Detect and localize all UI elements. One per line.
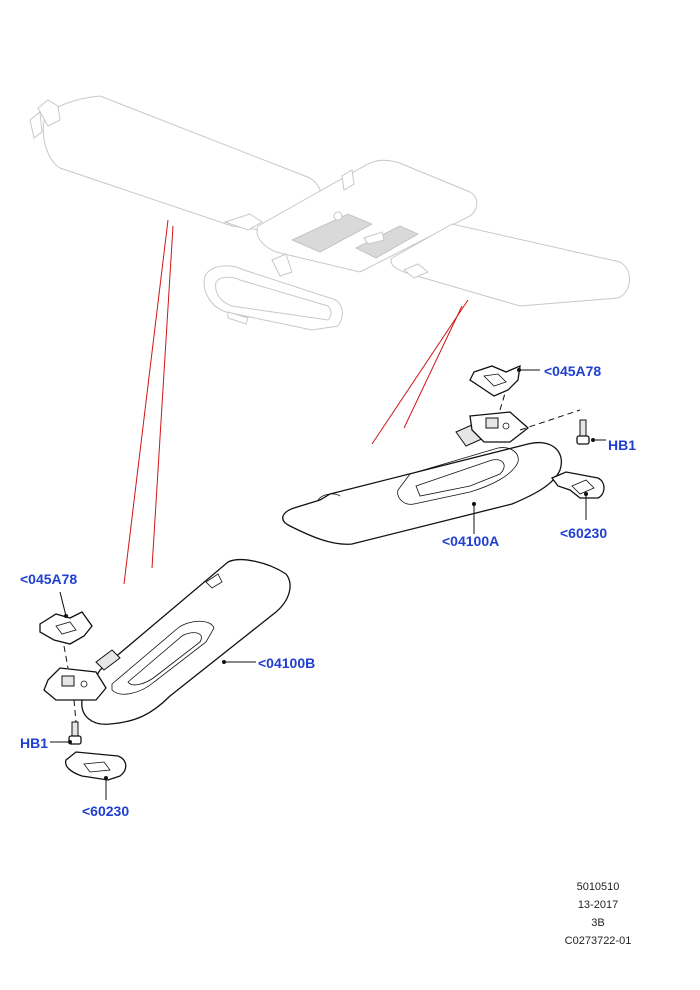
guide-line — [151, 225, 174, 569]
roof-assembly-ghost — [29, 95, 630, 331]
callout-cover-left: <60230 — [82, 803, 129, 819]
left-visor-clip — [39, 611, 93, 645]
left-vanity-mirror — [111, 620, 215, 695]
right-leaders — [472, 368, 606, 534]
right-cover — [550, 471, 605, 499]
right-visor-body — [282, 442, 562, 545]
guide-line — [123, 219, 169, 585]
left-visor-body — [81, 559, 291, 725]
reference-section: 3B — [591, 917, 605, 929]
guide-lines — [123, 219, 469, 585]
callout-screw-left: HB1 — [20, 735, 48, 751]
right-vanity-mirror — [397, 447, 519, 505]
callout-visor-left: <04100B — [258, 655, 315, 671]
left-cover — [64, 751, 127, 781]
callout-mirror-right: <045A78 — [544, 363, 601, 379]
left-leaders — [50, 591, 256, 800]
right-screw — [579, 419, 587, 437]
reference-block: 5010510 13-2017 3B C0273722-01 — [558, 878, 638, 950]
right-visor-assembly — [282, 364, 605, 545]
callout-screw-right: HB1 — [608, 437, 636, 453]
callout-cover-right: <60230 — [560, 525, 607, 541]
left-visor-assembly — [39, 559, 291, 781]
reference-number: 5010510 — [576, 881, 620, 893]
right-visor-clip — [469, 364, 521, 397]
callout-mirror-left: <045A78 — [20, 571, 77, 587]
callout-visor-right: <04100A — [442, 533, 499, 549]
left-visor-arm — [95, 649, 121, 671]
guide-line — [403, 305, 463, 429]
reference-date: 13-2017 — [577, 899, 619, 911]
guide-line — [371, 299, 469, 445]
reference-code: C0273722-01 — [564, 935, 632, 947]
